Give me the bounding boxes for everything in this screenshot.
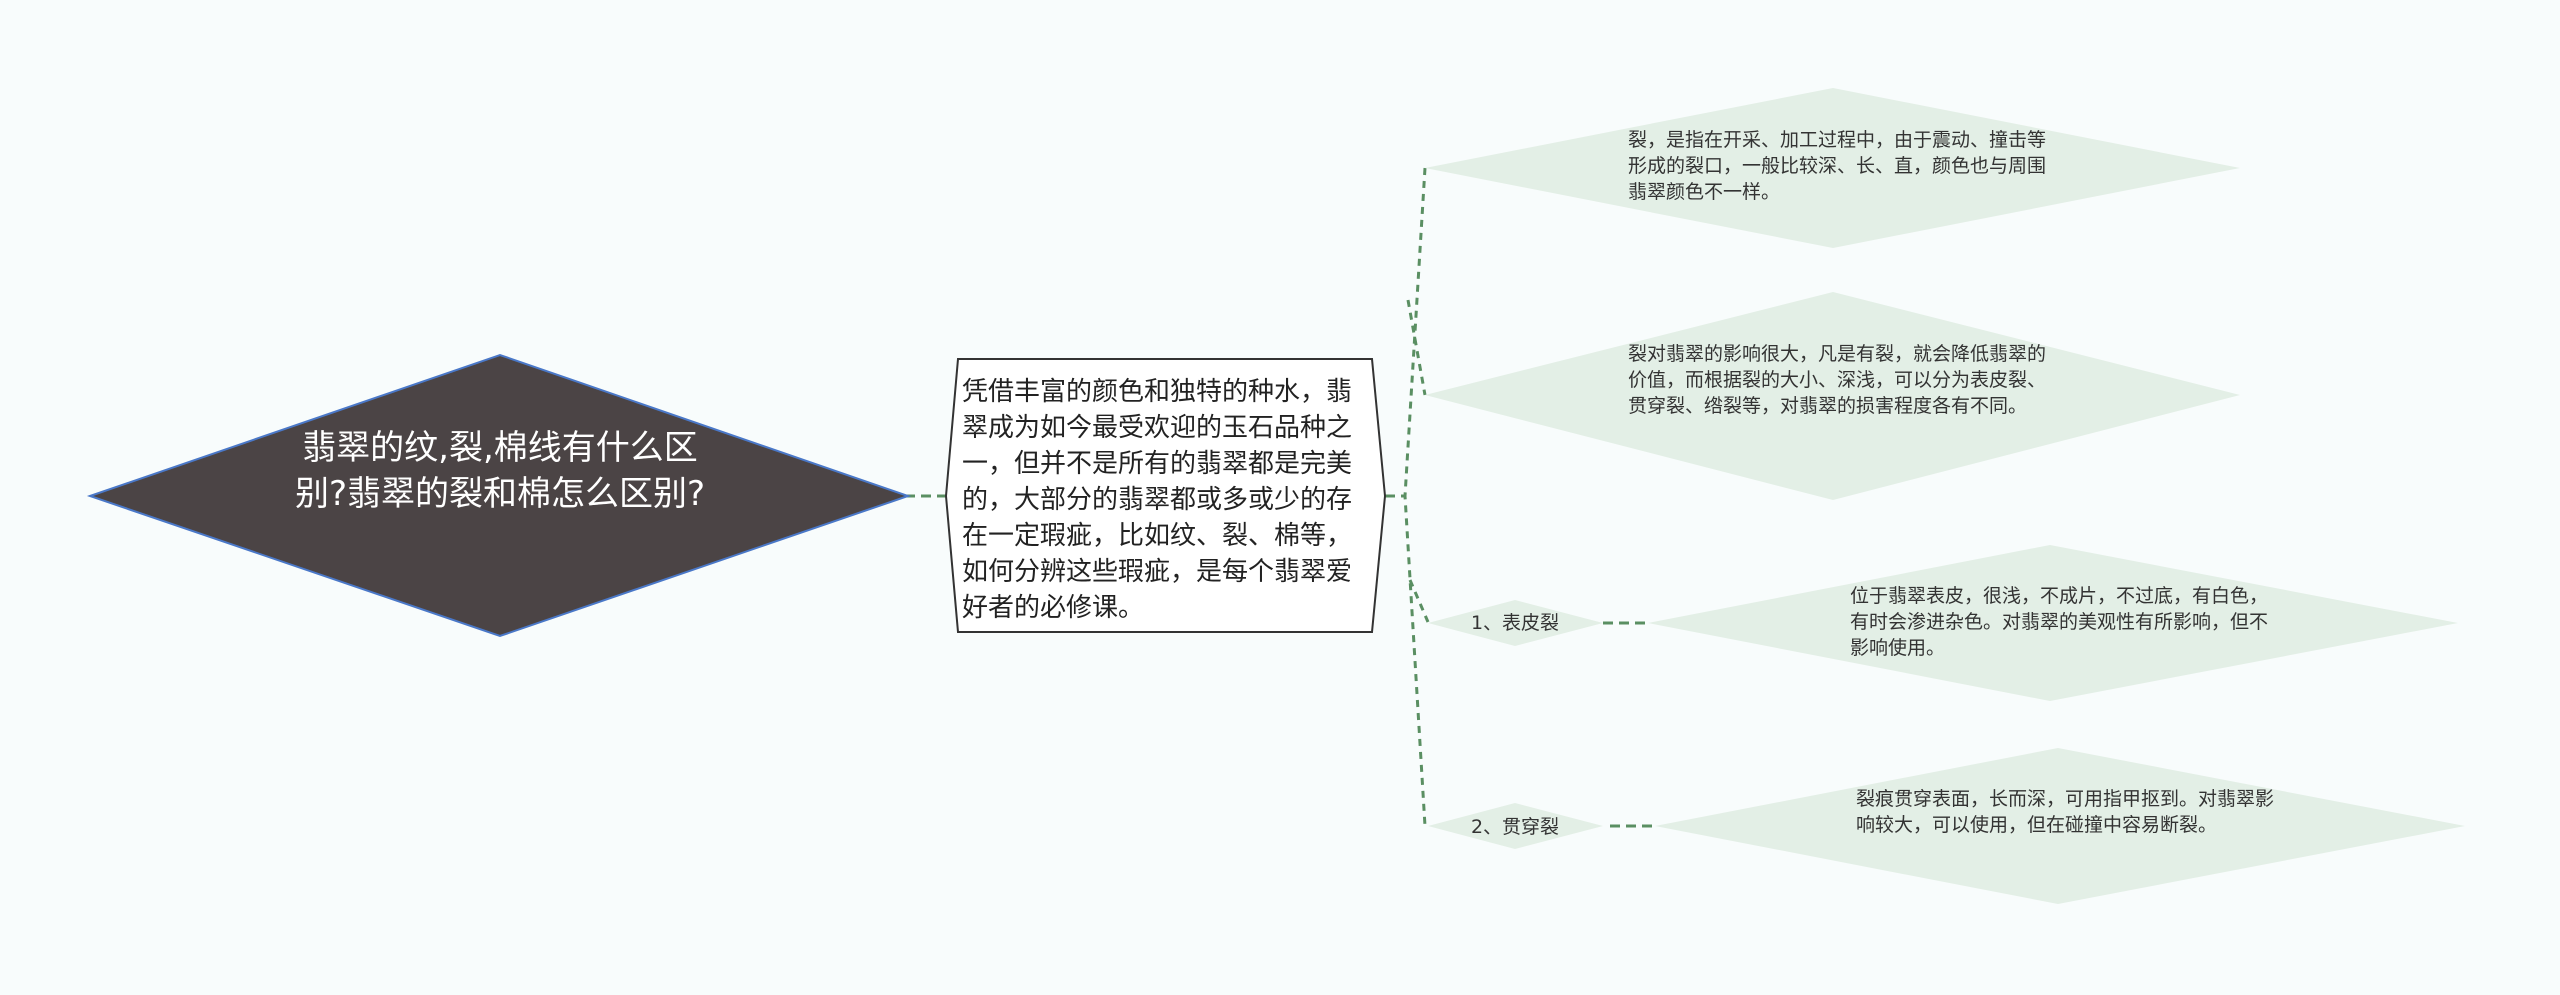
branch-label-1: 1、表皮裂 <box>1470 612 1560 634</box>
branch-detail-text-1: 位于翡翠表皮，很浅，不成片，不过底，有白色，有时会渗进杂色。对翡翠的美观性有所影… <box>1850 585 2269 659</box>
branch-label-2: 2、贯穿裂 <box>1470 816 1560 838</box>
branch-leaf-diamond-2[interactable] <box>1655 748 2465 904</box>
root-diamond[interactable] <box>86 353 912 638</box>
connector-to-detail-1 <box>1406 299 1427 396</box>
detail-text-1: 裂，是指在开采、加工过程中，由于震动、撞击等形成的裂口，一般比较深、长、直，颜色… <box>1628 129 2047 203</box>
detail-diamond-1[interactable] <box>1425 88 2240 248</box>
branch-diamond-1[interactable] <box>1428 600 1603 646</box>
branch-leaf-diamond-1[interactable] <box>1648 545 2458 701</box>
detail-diamond-2[interactable] <box>1425 292 2240 500</box>
hub-box[interactable] <box>944 358 1387 633</box>
detail-text-2: 裂对翡翠的影响很大，凡是有裂，就会降低翡翠的价值，而根据裂的大小、深浅，可以分为… <box>1628 343 2047 417</box>
connectors <box>905 167 1655 828</box>
branch-diamond-2[interactable] <box>1428 803 1603 849</box>
hub-text: 凭借丰富的颜色和独特的种水，翡翠成为如今最受欢迎的玉石品种之一，但并不是所有的翡… <box>962 377 1353 623</box>
root-title: 翡翠的纹,裂,棉线有什么区别?翡翠的裂和棉怎么区别? <box>294 428 706 514</box>
connector-trunk-vertical <box>1403 167 1427 827</box>
branch-detail-text-2: 裂痕贯穿表面，长而深，可用指甲抠到。对翡翠影响较大，可以使用，但在碰撞中容易断裂… <box>1856 788 2275 836</box>
